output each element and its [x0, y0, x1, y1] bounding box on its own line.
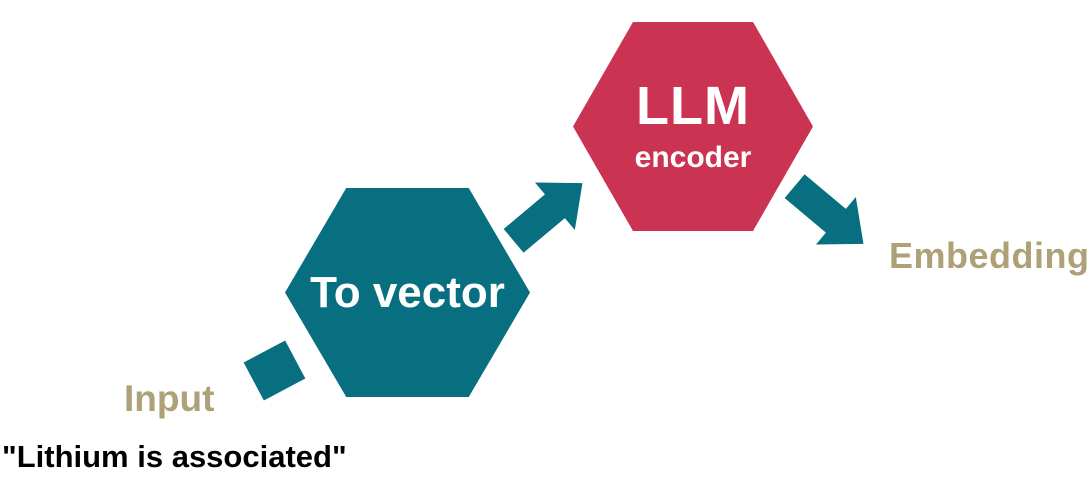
node-llm-title: LLM	[636, 75, 750, 136]
block-arrow-down-right-icon	[775, 162, 884, 267]
input-label: Input	[124, 378, 215, 419]
node-to-vector-hexagon: To vector	[285, 188, 530, 397]
embedding-label: Embedding	[889, 235, 1090, 276]
block-arrow-up-right-icon	[494, 159, 603, 264]
node-llm-encoder-hexagon: LLM encoder	[573, 22, 813, 231]
input-quote-text: "Lithium is associated"	[2, 439, 347, 474]
node-to-vector-label: To vector	[310, 267, 505, 317]
node-llm-subtitle: encoder	[634, 141, 752, 175]
connector-square-icon	[243, 340, 306, 401]
